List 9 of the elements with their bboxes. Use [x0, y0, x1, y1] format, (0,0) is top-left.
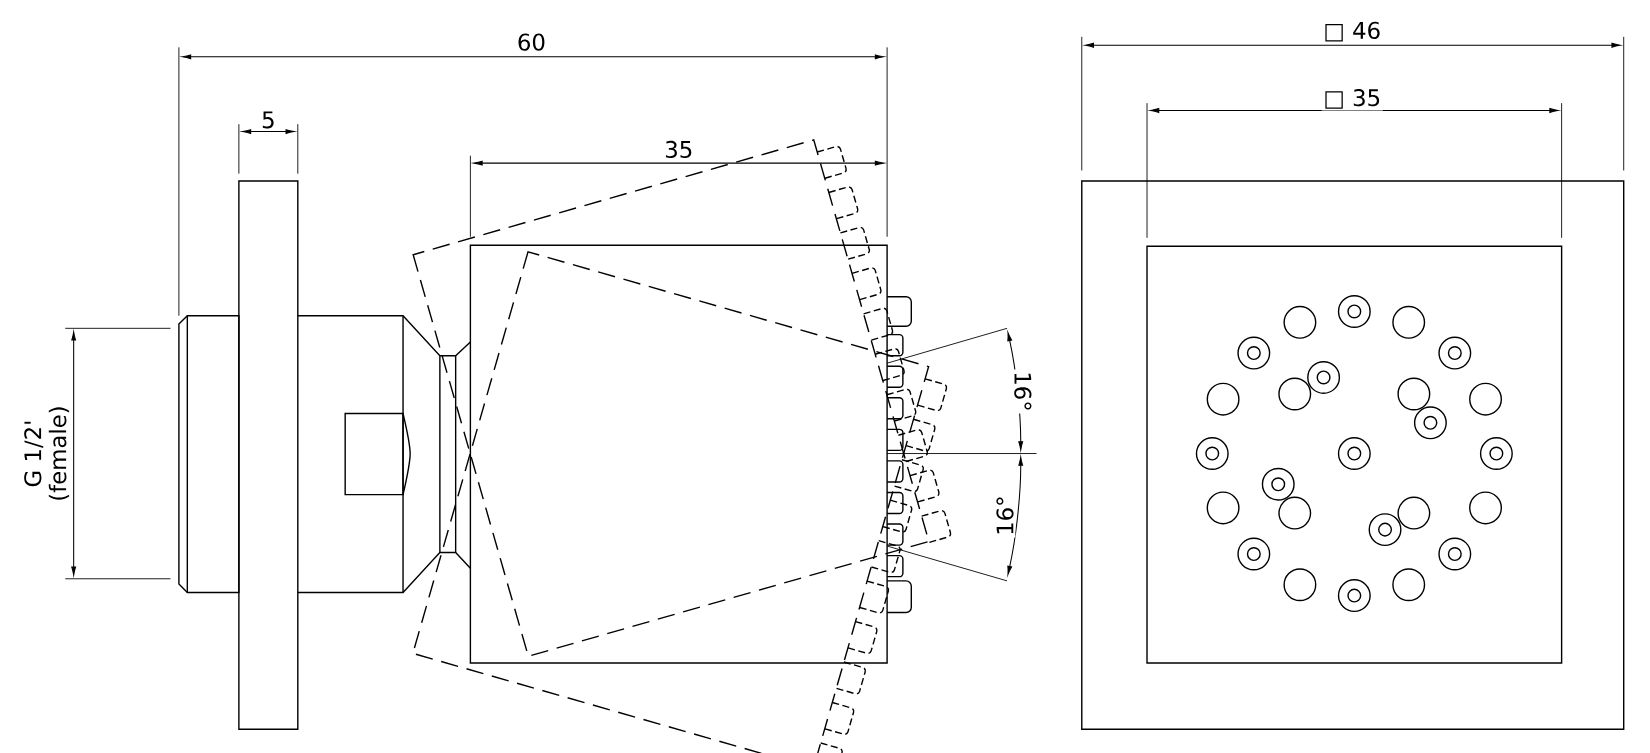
dimension-label: □ 46	[1321, 19, 1383, 43]
angle-label: 16°	[994, 493, 1016, 538]
angle-label: 16°	[1012, 369, 1034, 414]
thread-label: (female)	[47, 403, 71, 504]
dimension-label: 60	[515, 31, 548, 53]
thread-label: G 1/2'	[22, 417, 45, 489]
dimension-label: 5	[259, 109, 278, 130]
dimension-label: □ 35	[1321, 87, 1383, 111]
dimension-label: 35	[662, 138, 695, 160]
